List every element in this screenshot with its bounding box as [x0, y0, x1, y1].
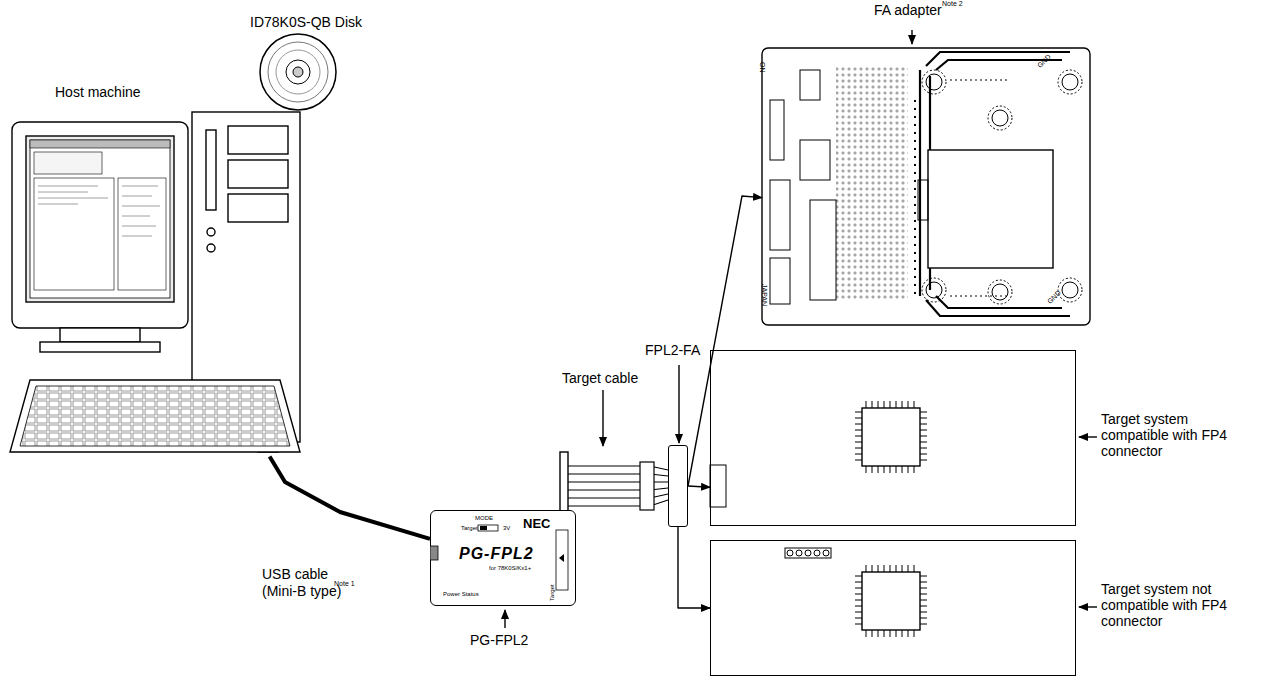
host-computer	[10, 112, 300, 452]
node-text: Target	[461, 525, 478, 532]
node-text: Power Status	[443, 591, 479, 598]
target-cable	[560, 452, 668, 522]
leader-lines	[505, 30, 1097, 628]
fpl2-fa-connector: FPL2-FA	[668, 445, 688, 527]
board-marking: GND	[1046, 289, 1063, 306]
node-text: Target system not compatible with FP4 co…	[1101, 581, 1237, 629]
node-text: FPL2-FA	[645, 342, 700, 358]
board-marking: GND	[1036, 53, 1053, 70]
connector	[688, 486, 710, 487]
fa-adapter: FA adapterNote 2	[762, 48, 1090, 325]
connector	[688, 196, 762, 486]
board-marking: JAPAN	[760, 284, 768, 306]
disk-label: ID78K0S-QB Disk	[250, 14, 362, 31]
node-text: MODE	[475, 515, 493, 522]
node-text: Target	[549, 584, 556, 601]
node-text: Host machine	[55, 84, 141, 100]
node-text: PG-FPL2	[459, 545, 534, 563]
note-ref: Note 1	[334, 580, 355, 588]
part-label: Target cable	[562, 370, 638, 387]
programmer-box: MODE Target 3V NEC PG-FPL2 for 78K0S/Kx1+ Powe…	[430, 510, 576, 606]
target-parts	[710, 401, 927, 637]
part-label: PG-FPL2	[470, 632, 528, 649]
fa-adapter-board	[762, 48, 1090, 325]
target-system-box: Target system compatible with FP4 connec…	[710, 350, 1076, 526]
target-system-box: Target system not compatible with FP4 co…	[710, 540, 1076, 676]
node-text: NEC	[523, 517, 550, 532]
node-text: for 78K0S/Kx1+	[489, 565, 531, 572]
connector	[678, 527, 710, 608]
node-text: FA adapter	[874, 2, 942, 18]
connector	[270, 457, 430, 539]
board-marking: ON	[758, 62, 766, 73]
node-text: Target system compatible with FP4 connec…	[1101, 411, 1237, 459]
disk-icon	[260, 34, 336, 110]
host-machine: Host machine	[10, 110, 305, 460]
node-text: Note 2	[942, 0, 963, 8]
node-text: 3V	[503, 525, 510, 532]
